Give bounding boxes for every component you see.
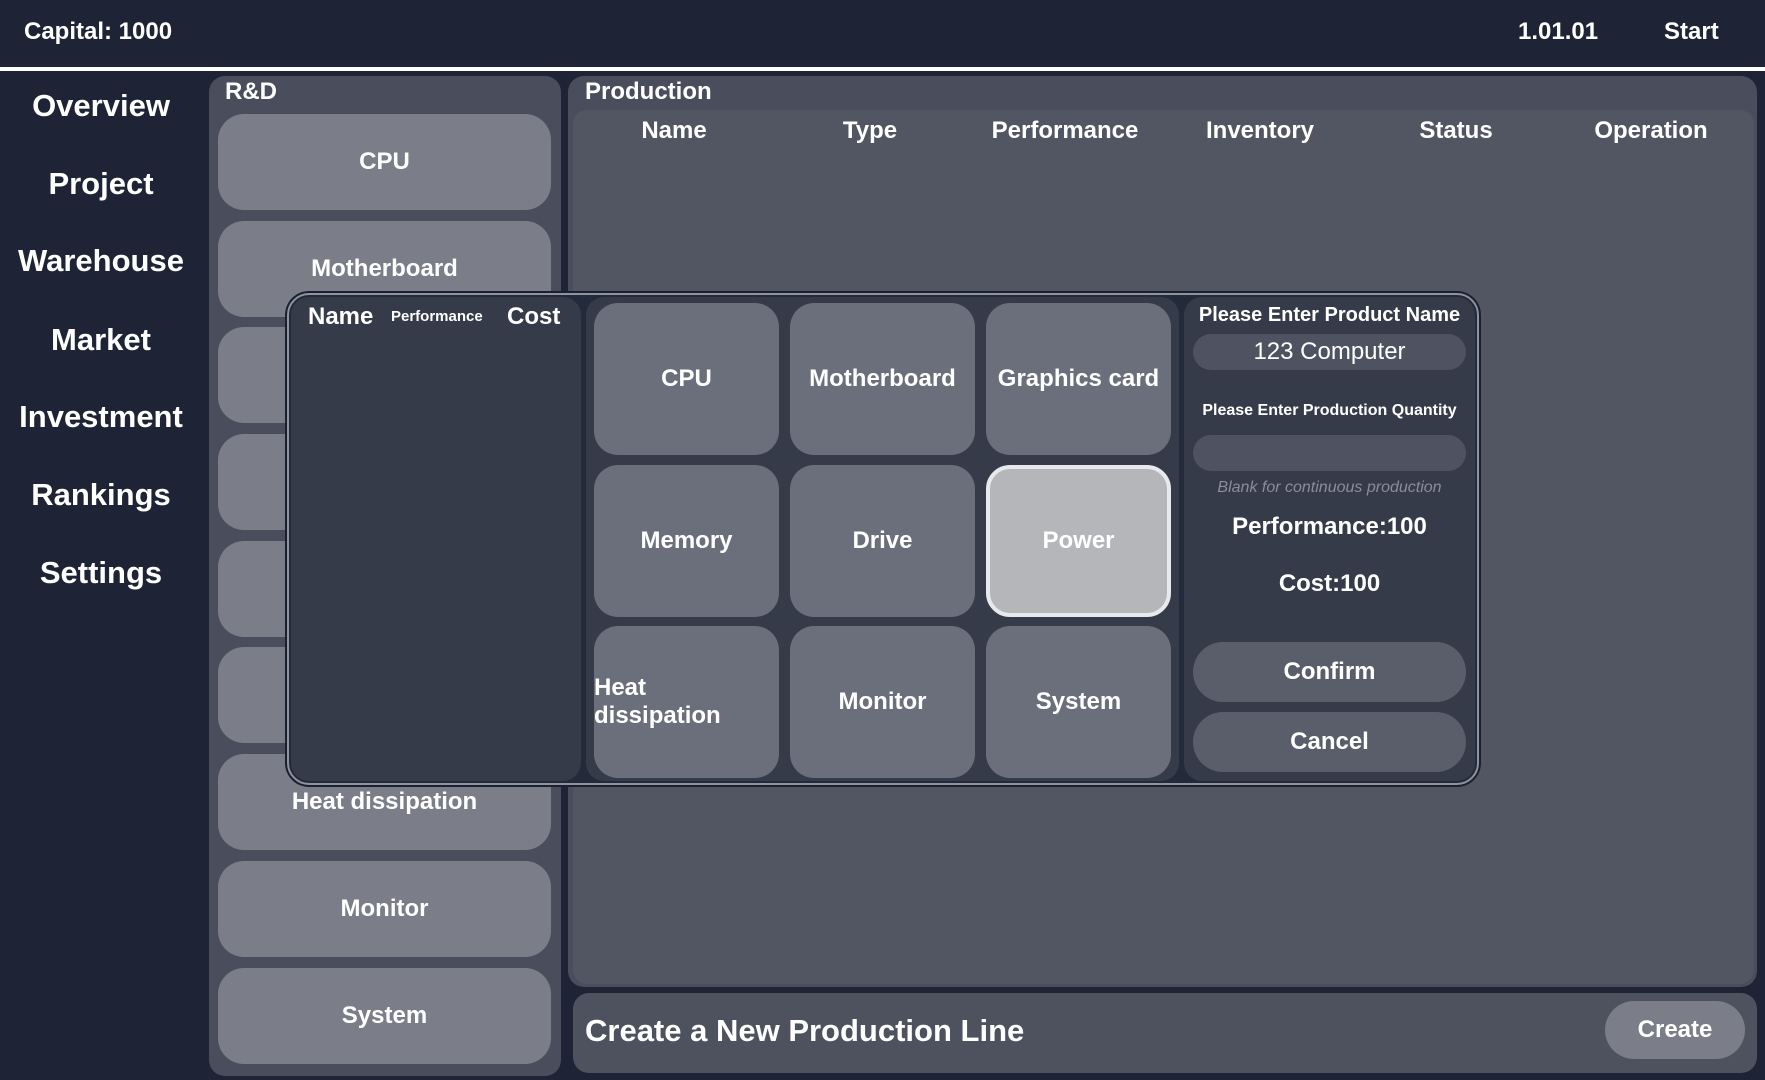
component-heat-dissipation-button[interactable]: Heat dissipation — [594, 626, 779, 778]
col-operation: Operation — [1551, 117, 1751, 145]
rd-monitor-button[interactable]: Monitor — [218, 861, 551, 957]
quantity-input[interactable] — [1193, 435, 1466, 471]
rd-system-button[interactable]: System — [218, 968, 551, 1064]
col-type: Type — [770, 117, 970, 145]
create-title: Create a New Production Line — [585, 1013, 1024, 1049]
create-button[interactable]: Create — [1605, 1001, 1745, 1059]
cost-value: Cost:100 — [1184, 570, 1475, 598]
component-monitor-button[interactable]: Monitor — [790, 626, 975, 778]
top-bar — [0, 0, 1765, 67]
capital-display: Capital: 1000 — [24, 18, 172, 46]
production-title: Production — [585, 78, 712, 106]
quantity-hint: Blank for continuous production — [1184, 479, 1475, 497]
confirm-button[interactable]: Confirm — [1193, 642, 1466, 702]
component-memory-button[interactable]: Memory — [594, 465, 779, 617]
component-system-button[interactable]: System — [986, 626, 1171, 778]
start-button[interactable]: Start — [1664, 18, 1719, 46]
nav-overview[interactable]: Overview — [0, 76, 202, 136]
game-date: 1.01.01 — [1518, 18, 1598, 46]
product-name-input[interactable] — [1193, 334, 1466, 370]
rd-cpu-button[interactable]: CPU — [218, 114, 551, 210]
nav-investment[interactable]: Investment — [0, 387, 202, 447]
component-graphics-card-button[interactable]: Graphics card — [986, 303, 1171, 455]
nav-project[interactable]: Project — [0, 154, 202, 214]
col-performance: Performance — [965, 117, 1165, 145]
rd-title: R&D — [225, 78, 277, 106]
col-inventory: Inventory — [1160, 117, 1360, 145]
component-power-button[interactable]: Power — [986, 465, 1171, 617]
col-name: Name — [574, 117, 774, 145]
list-header-cost: Cost — [507, 303, 560, 331]
list-header-performance: Performance — [391, 308, 483, 325]
list-header-name: Name — [308, 303, 373, 331]
product-name-label: Please Enter Product Name — [1184, 304, 1475, 327]
component-motherboard-button[interactable]: Motherboard — [790, 303, 975, 455]
cancel-button[interactable]: Cancel — [1193, 712, 1466, 772]
nav-warehouse[interactable]: Warehouse — [0, 231, 202, 291]
sidebar: Overview Project Warehouse Market Invest… — [0, 71, 202, 1080]
component-cpu-button[interactable]: CPU — [594, 303, 779, 455]
component-list-panel — [291, 297, 581, 781]
nav-market[interactable]: Market — [0, 310, 202, 370]
quantity-label: Please Enter Production Quantity — [1184, 402, 1475, 420]
col-status: Status — [1356, 117, 1556, 145]
performance-value: Performance:100 — [1184, 513, 1475, 541]
nav-settings[interactable]: Settings — [0, 543, 202, 603]
top-bar-divider — [0, 67, 1765, 71]
nav-rankings[interactable]: Rankings — [0, 465, 202, 525]
component-drive-button[interactable]: Drive — [790, 465, 975, 617]
